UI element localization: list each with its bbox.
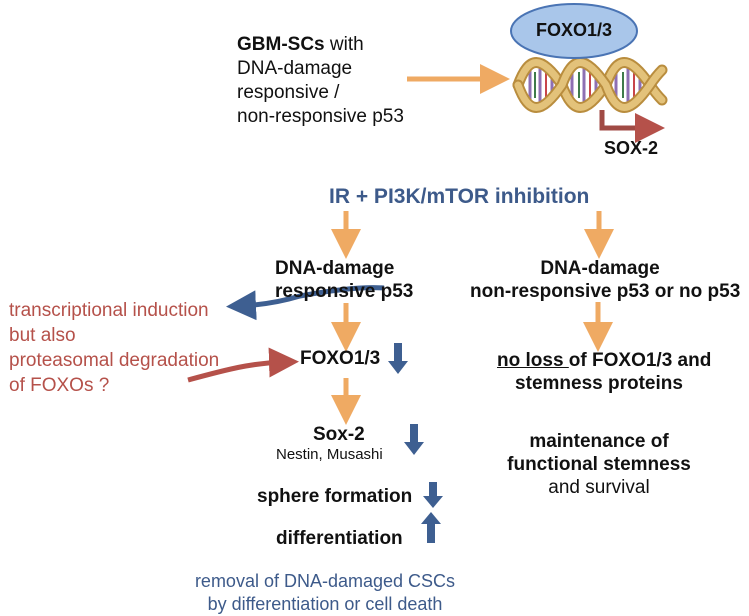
treatment-label: IR + PI3K/mTOR inhibition <box>329 185 590 208</box>
cells-label: GBM-SCs with <box>237 33 364 57</box>
right-p53-line1: DNA-damage <box>540 258 660 279</box>
cells-line2: DNA-damage <box>237 58 353 79</box>
foxo-bubble-label: FOXO1/3 <box>535 20 613 40</box>
right-maint-line3: and survival <box>548 477 650 498</box>
left-p53-line1: DNA-damage <box>275 258 395 279</box>
foxo-decrease-arrow-icon <box>388 343 408 374</box>
sox2-gene-label: SOX-2 <box>604 138 659 158</box>
sox2-transcription-arrow <box>599 110 665 143</box>
red-note-line2: but also <box>9 325 76 346</box>
sphere-decrease-arrow-icon <box>423 482 443 508</box>
differentiation-increase-arrow-icon <box>421 512 441 543</box>
left-differentiation-label: differentiation <box>276 528 403 549</box>
left-p53-line2: responsive p53 <box>275 281 414 302</box>
noloss-rest: of FOXO1/3 and <box>568 350 712 371</box>
right-maint-line1: maintenance of <box>529 431 669 452</box>
cells-bold-name: GBM-SCs <box>237 34 325 55</box>
left-foxo-label: FOXO1/3 <box>300 348 381 369</box>
foxo-bubble <box>510 3 638 59</box>
right-p53-line2: non-responsive p53 or no p53 <box>470 281 741 302</box>
noloss-underlined: no loss <box>497 350 569 371</box>
dna-helix-icon <box>512 57 668 113</box>
red-note-line1: transcriptional induction <box>9 300 209 321</box>
right-maint-line2: functional stemness <box>507 454 691 475</box>
cells-with: with <box>324 34 364 55</box>
outcome-line1: removal of DNA-damaged CSCs <box>194 571 456 591</box>
left-sox2-label: Sox-2 <box>313 424 365 445</box>
red-note-line4: of FOXOs ? <box>9 375 110 396</box>
cells-line4: non-responsive p53 <box>237 106 404 127</box>
note-to-foxo-red-arrow <box>187 347 299 383</box>
sox2-decrease-arrow-icon <box>404 424 424 455</box>
cells-line3: responsive / <box>237 82 340 103</box>
left-nestin-label: Nestin, Musashi <box>276 446 383 463</box>
outcome-line2: by differentiation or cell death <box>207 594 443 614</box>
red-note-line3: proteasomal degradation <box>9 350 220 371</box>
right-noloss-line2: stemness proteins <box>515 373 683 394</box>
right-noloss-line1: no loss of FOXO1/3 and <box>497 349 711 373</box>
p53-to-note-blue-arrow <box>226 285 385 321</box>
left-sphere-label: sphere formation <box>257 486 413 507</box>
